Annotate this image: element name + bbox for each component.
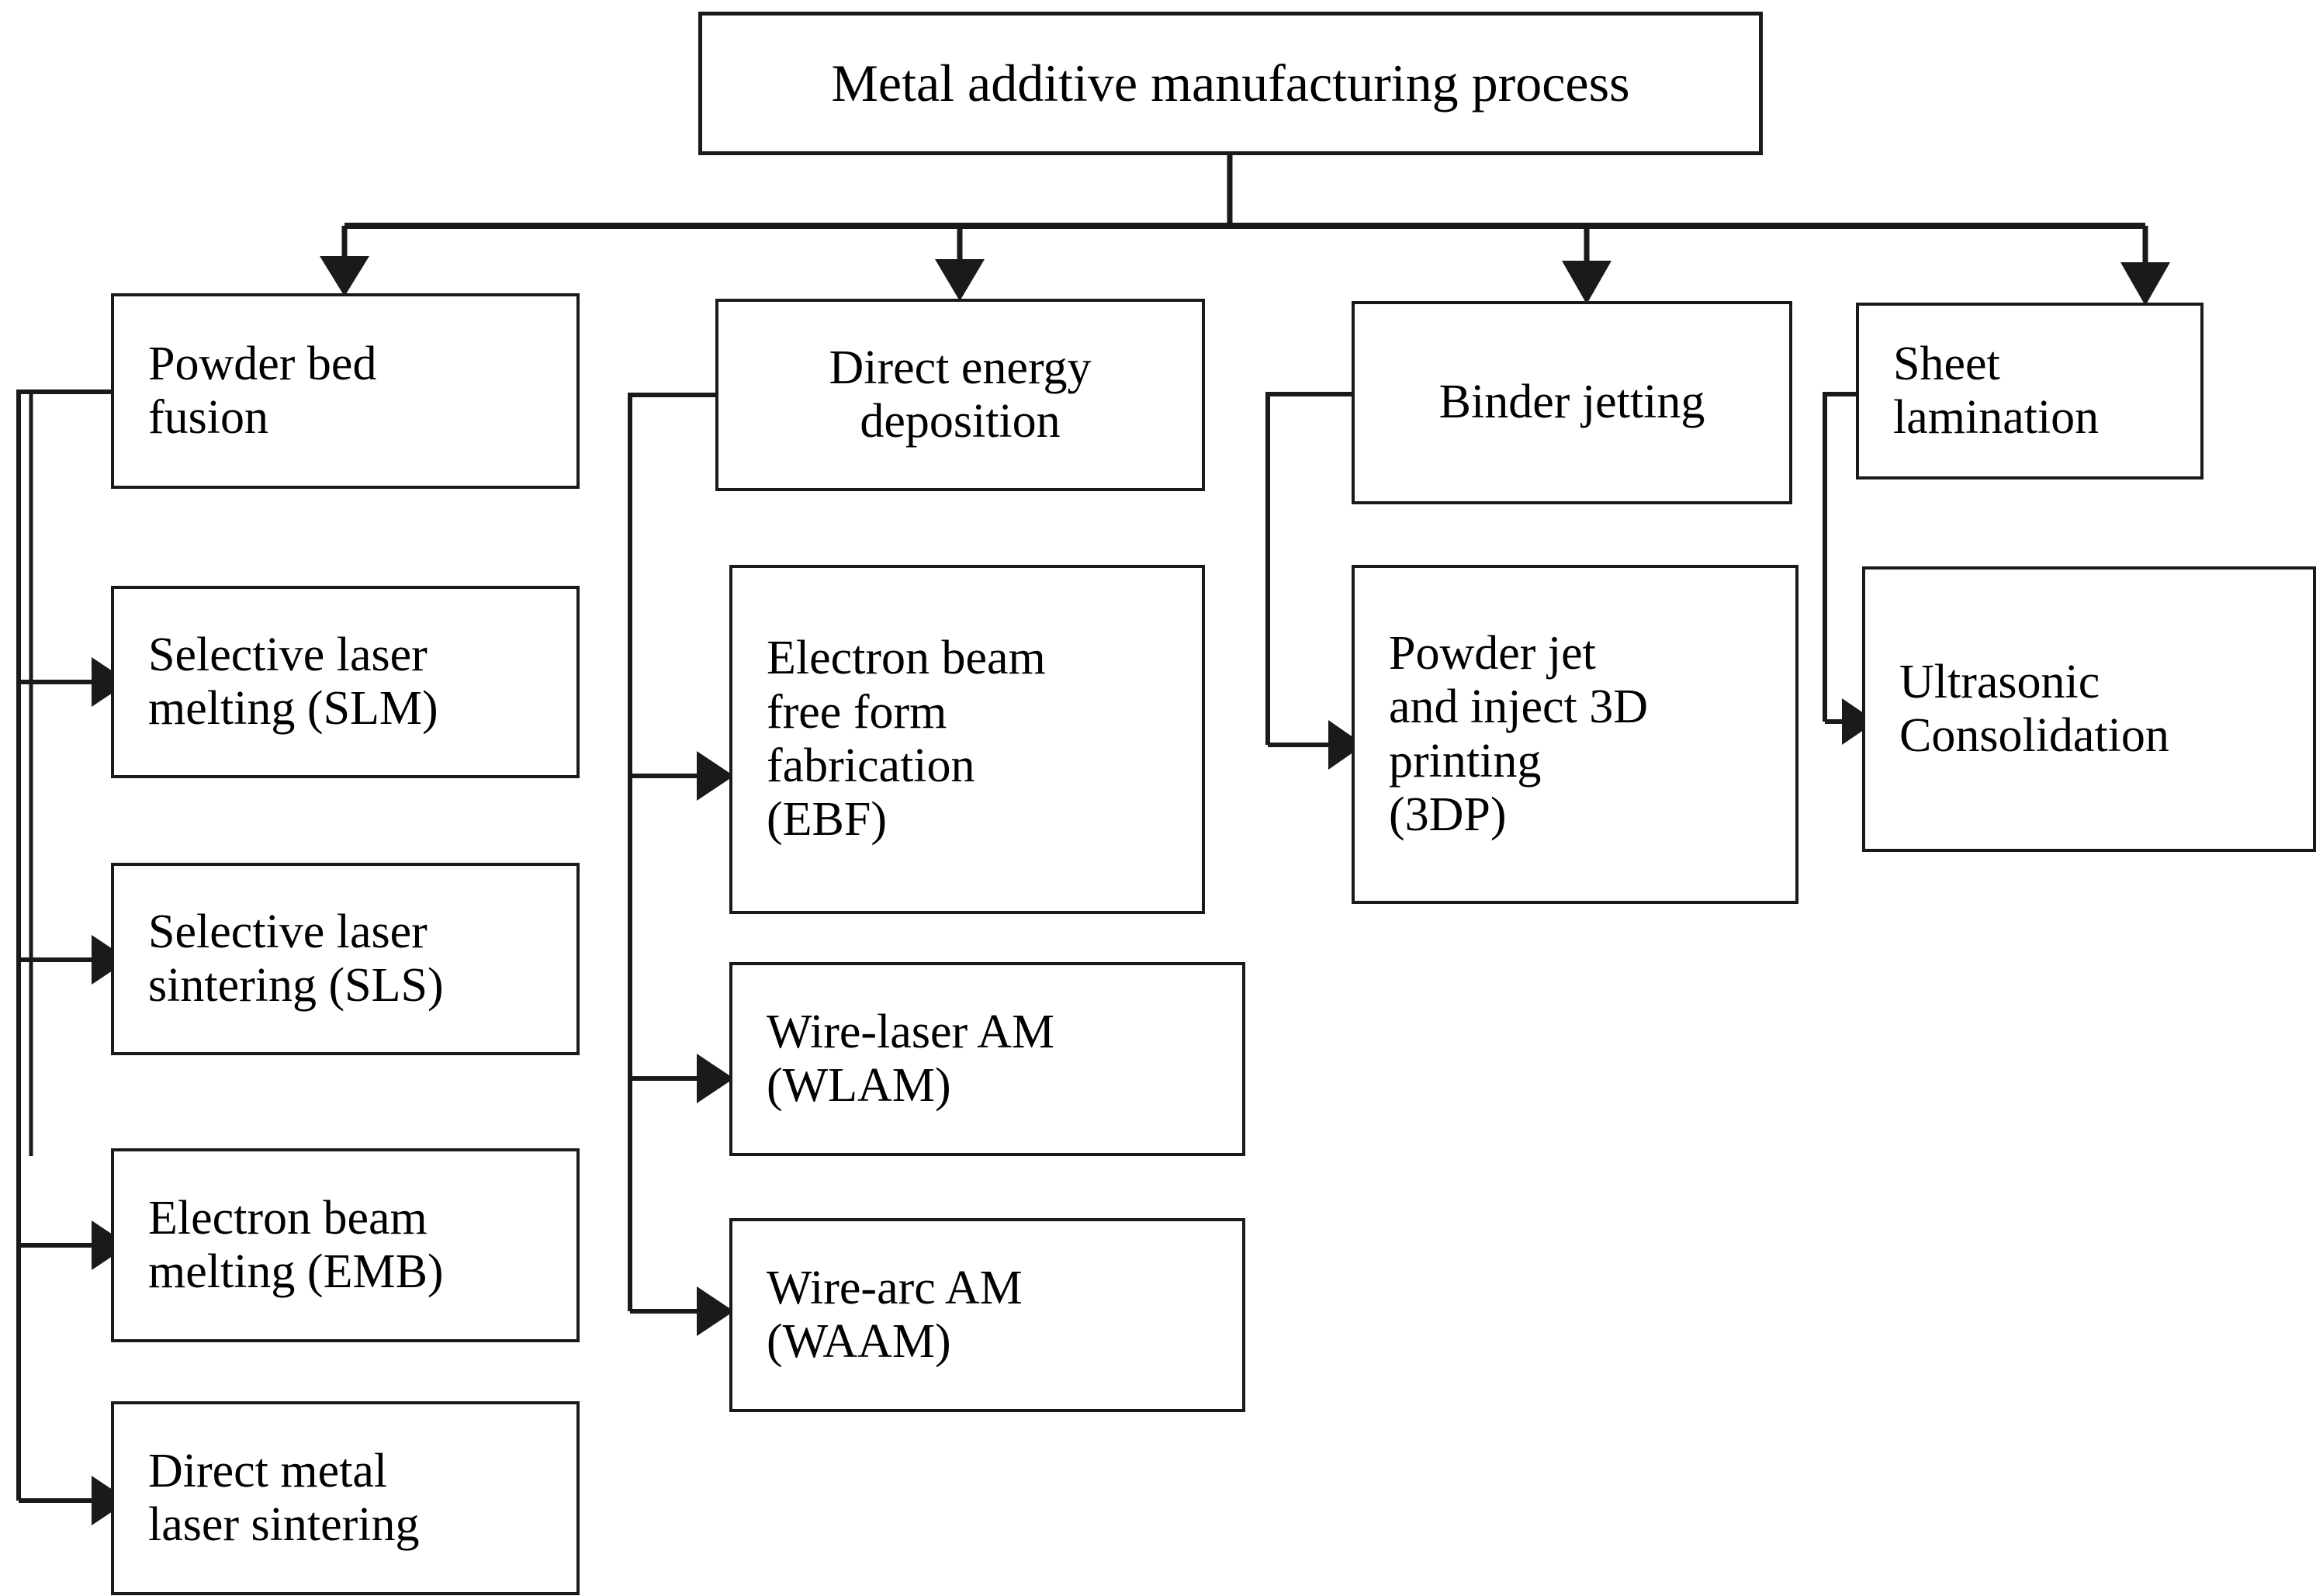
node-electron-beam-free-form-fabrication[interactable]: Electron beam free form fabrication (EBF… xyxy=(729,565,1205,914)
connector-bus-col1-inner xyxy=(29,392,92,1156)
node-root[interactable]: Metal additive manufacturing process xyxy=(698,12,1763,155)
node-wire-arc-am[interactable]: Wire-arc AM (WAAM) xyxy=(729,1218,1245,1412)
connector-bus-col2 xyxy=(628,393,734,1336)
connector-bus-col3 xyxy=(1265,392,1364,770)
node-wire-laser-am[interactable]: Wire-laser AM (WLAM) xyxy=(729,962,1245,1156)
node-binder-jetting[interactable]: Binder jetting xyxy=(1352,301,1792,504)
connector-drop-col2 xyxy=(935,226,985,301)
node-electron-beam-melting-label: Electron beam melting (EMB) xyxy=(148,1191,444,1298)
node-root-label: Metal additive manufacturing process xyxy=(831,54,1630,113)
connector-drop-col3 xyxy=(1562,226,1612,304)
node-powder-jet-inject-3d-printing[interactable]: Powder jet and inject 3D printing (3DP) xyxy=(1352,565,1798,904)
connector-bus-col4 xyxy=(1823,392,1876,745)
connector-drop-col4 xyxy=(2120,226,2170,306)
node-direct-metal-laser-sintering-label: Direct metal laser sintering xyxy=(148,1444,420,1551)
node-wire-arc-am-label: Wire-arc AM (WAAM) xyxy=(767,1261,1023,1368)
node-direct-energy-deposition-label: Direct energy deposition xyxy=(829,341,1092,448)
node-powder-bed-fusion-label: Powder bed fusion xyxy=(148,337,377,444)
node-ultrasonic-consolidation-label: Ultrasonic Consolidation xyxy=(1899,655,2169,762)
node-direct-metal-laser-sintering[interactable]: Direct metal laser sintering xyxy=(111,1401,580,1595)
node-selective-laser-melting-label: Selective laser melting (SLM) xyxy=(148,628,438,735)
node-binder-jetting-label: Binder jetting xyxy=(1438,376,1705,429)
node-selective-laser-melting[interactable]: Selective laser melting (SLM) xyxy=(111,586,580,778)
node-selective-laser-sintering-label: Selective laser sintering (SLS) xyxy=(148,905,444,1012)
connector-drop-col1 xyxy=(320,226,369,296)
node-sheet-lamination-label: Sheet lamination xyxy=(1893,337,2100,444)
node-powder-jet-inject-3d-printing-label: Powder jet and inject 3D printing (3DP) xyxy=(1389,626,1649,841)
node-sheet-lamination[interactable]: Sheet lamination xyxy=(1856,303,2203,479)
node-ultrasonic-consolidation[interactable]: Ultrasonic Consolidation xyxy=(1862,566,2316,852)
node-electron-beam-melting[interactable]: Electron beam melting (EMB) xyxy=(111,1148,580,1342)
node-direct-energy-deposition[interactable]: Direct energy deposition xyxy=(715,299,1205,491)
node-wire-laser-am-label: Wire-laser AM (WLAM) xyxy=(767,1005,1055,1112)
node-powder-bed-fusion[interactable]: Powder bed fusion xyxy=(111,293,580,489)
node-selective-laser-sintering[interactable]: Selective laser sintering (SLS) xyxy=(111,863,580,1055)
node-electron-beam-free-form-fabrication-label: Electron beam free form fabrication (EBF… xyxy=(767,632,1046,846)
